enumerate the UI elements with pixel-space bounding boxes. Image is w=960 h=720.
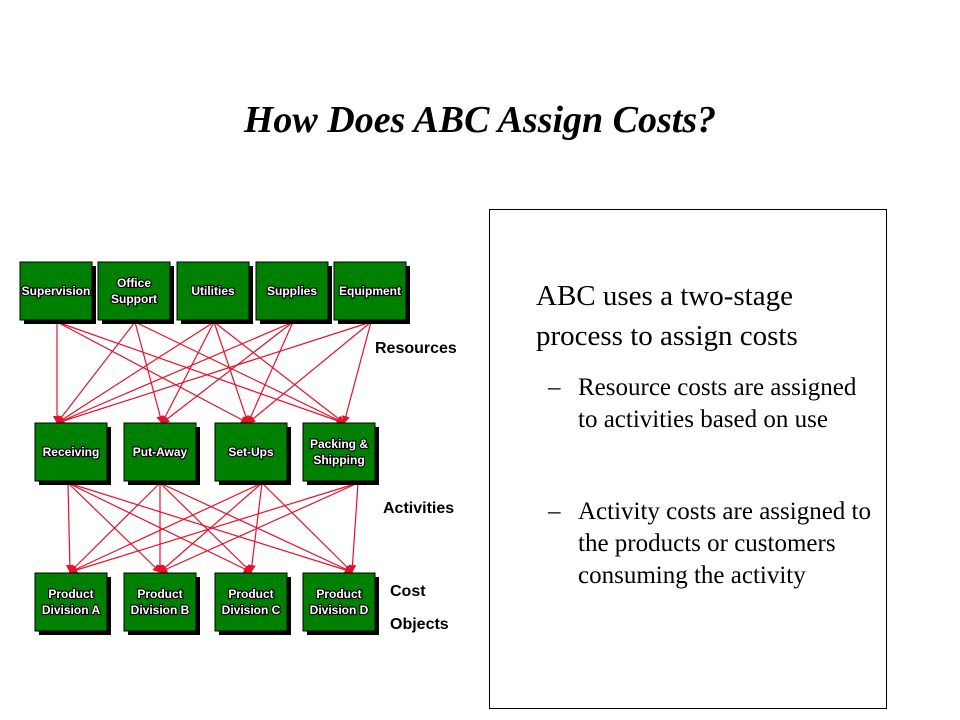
allocation-arrow: [247, 321, 294, 424]
resource-box: Utilities: [176, 261, 253, 324]
allocation-arrow: [213, 321, 250, 424]
allocation-arrow: [69, 482, 263, 573]
box-label: Product: [48, 587, 93, 601]
allocation-arrow: [161, 321, 215, 424]
allocation-arrow: [261, 482, 353, 573]
allocation-arrow: [67, 482, 353, 574]
allocation-arrow: [159, 482, 263, 573]
activity-box: Put-Away: [123, 422, 200, 485]
bullet-text: Resource costs are assigned to activitie…: [578, 374, 857, 433]
page-title: How Does ABC Assign Costs?: [243, 99, 717, 141]
box-face: [302, 422, 376, 482]
activities-label: Activities: [383, 500, 455, 517]
box-label: Supplies: [267, 284, 317, 298]
box-label: Receiving: [43, 445, 100, 459]
allocation-arrow: [56, 321, 136, 424]
activity-box: Receiving: [34, 422, 111, 485]
resource-box: Supplies: [255, 261, 332, 324]
allocation-arrow: [348, 482, 359, 573]
allocation-arrow: [159, 482, 252, 573]
allocation-arrow: [247, 321, 372, 424]
box-face: [176, 261, 250, 321]
allocation-arrow: [65, 482, 74, 573]
box-face: [214, 572, 288, 632]
box-face: [34, 572, 108, 632]
allocation-arrows: [53, 321, 372, 574]
box-face: [214, 422, 288, 482]
bullet-dash: –: [548, 498, 561, 525]
box-face: [123, 422, 197, 482]
bullet-text: Activity costs are assigned to the produ…: [578, 498, 871, 589]
allocation-arrow: [159, 482, 359, 573]
main-statement: ABC uses a two-stage process to assign c…: [536, 280, 798, 352]
allocation-arrow: [161, 321, 294, 424]
allocation-arrow: [134, 321, 345, 424]
allocation-arrow: [56, 321, 294, 424]
allocation-arrow: [56, 321, 345, 425]
cost-objects-label-line1: Cost: [390, 583, 426, 600]
allocation-arrow: [69, 482, 359, 574]
allocation-arrow: [56, 321, 215, 424]
box-label: Shipping: [313, 453, 364, 467]
box-label: Division D: [310, 603, 369, 617]
box-label: Set-Ups: [228, 445, 274, 459]
box-label: Division A: [42, 603, 101, 617]
box-face: [19, 261, 93, 321]
allocation-arrow: [341, 321, 372, 424]
box-face: [123, 572, 197, 632]
box-label: Packing &: [310, 437, 368, 451]
box-label: Supervision: [22, 284, 91, 298]
box-label: Utilities: [191, 284, 235, 298]
box-label: Office: [117, 276, 151, 290]
allocation-arrow: [213, 321, 345, 424]
box-face: [97, 261, 171, 321]
explanation-textbox: ABC uses a two-stage process to assign c…: [489, 209, 887, 709]
allocation-arrow: [56, 321, 249, 424]
activity-box: Packing & Shipping: [302, 422, 379, 485]
cost-objects-label-line2: Objects: [390, 616, 449, 633]
box-label: Product: [137, 587, 182, 601]
box-label: Equipment: [339, 284, 401, 298]
box-face: [333, 261, 407, 321]
resource-box: Equipment: [333, 261, 410, 324]
allocation-arrow: [56, 321, 372, 425]
box-face: [255, 261, 329, 321]
box-face: [34, 422, 108, 482]
allocation-arrow: [69, 482, 161, 573]
activity-box: Set-Ups: [214, 422, 291, 485]
box-label: Product: [316, 587, 361, 601]
box-label: Put-Away: [133, 445, 188, 459]
allocation-arrow: [67, 482, 161, 573]
box-label: Product: [228, 587, 273, 601]
box-face: [302, 572, 376, 632]
resources-label: Resources: [375, 340, 457, 357]
box-label: Division C: [222, 603, 281, 617]
box-label: Division B: [131, 603, 190, 617]
allocation-arrow: [134, 321, 165, 424]
bullet-dash: –: [548, 374, 561, 401]
allocation-arrow: [247, 482, 263, 573]
resource-box: Supervision: [19, 261, 96, 324]
box-label: Support: [111, 292, 157, 306]
